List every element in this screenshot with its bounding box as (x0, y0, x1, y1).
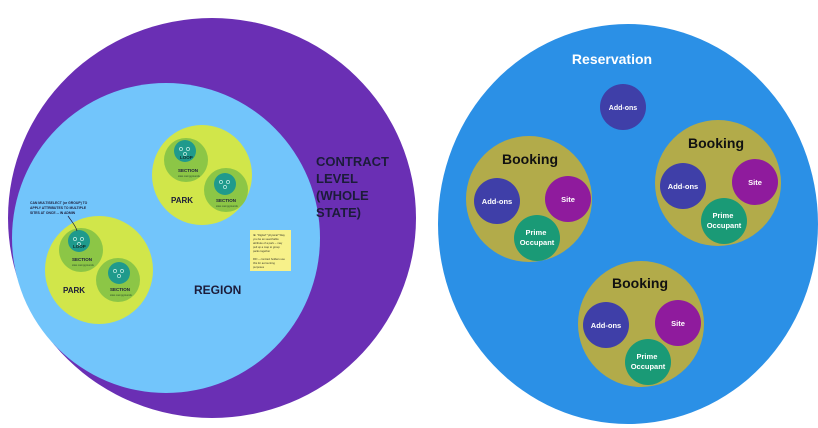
booking-prime-label: Prime Occupant (707, 211, 742, 230)
loop-inner-circle (214, 173, 236, 195)
loop-label: LOOP (73, 244, 86, 249)
booking-title: Booking (502, 151, 558, 167)
reservation-addons-label: Add-ons (609, 105, 637, 112)
site-dot-icon (80, 237, 84, 241)
section-sublabel: sites campgrounds (216, 204, 238, 208)
site-dot-icon (113, 269, 117, 273)
booking-addons-circle (474, 178, 520, 224)
site-dot-icon (117, 274, 121, 278)
reservation-addons-circle (600, 84, 646, 130)
booking-title: Booking (688, 135, 744, 151)
site-dot-icon (226, 180, 230, 184)
section-label: SECTION (72, 257, 92, 262)
booking-site-circle (732, 159, 778, 205)
booking-site-label: Site (561, 195, 575, 204)
section-sublabel: sites campgrounds (110, 293, 132, 297)
site-dot-icon (73, 237, 77, 241)
section-label: SECTION (216, 198, 236, 203)
booking-left: Booking Add-ons Site Prime Occupant (466, 136, 592, 262)
site-dot-icon (223, 185, 227, 189)
sticky-note[interactable]: IE: "Digital" "physical" Way you be an s… (250, 230, 291, 271)
site-dot-icon (120, 269, 124, 273)
section-sublabel: sites campgrounds (178, 174, 200, 178)
booking-addons-label: Add-ons (482, 197, 512, 206)
booking-right: Booking Add-ons Site Prime Occupant (655, 120, 781, 246)
contract-label: CONTRACT LEVEL (WHOLE STATE) (316, 154, 393, 220)
loop-group: SECTION sites campgrounds (204, 168, 248, 212)
section-label: SECTION (178, 168, 198, 173)
booking-addons-circle (583, 302, 629, 348)
section-sublabel: sites campgrounds (72, 263, 94, 267)
park-top: PARK LOOP SECTION sites campgrounds SECT… (152, 125, 252, 225)
site-dot-icon (77, 242, 81, 246)
park-label: PARK (171, 196, 193, 205)
booking-addons-circle (660, 163, 706, 209)
sticky-note-text: IE: "Digital" "physical" Way you be an s… (253, 233, 286, 269)
site-dot-icon (179, 147, 183, 151)
booking-circle (655, 120, 781, 246)
park-label: PARK (63, 286, 85, 295)
sticky-note-paper (250, 230, 291, 271)
loop-group: SECTION sites campgrounds (96, 258, 140, 302)
booking-prime-label: Prime Occupant (520, 228, 555, 247)
site-dot-icon (183, 152, 187, 156)
reservation-addons: Add-ons (600, 84, 646, 130)
site-dot-icon (186, 147, 190, 151)
booking-prime-circle (514, 215, 560, 261)
loop-inner-circle (174, 140, 196, 162)
booking-site-circle (545, 176, 591, 222)
booking-circle (466, 136, 592, 262)
site-dot-icon (219, 180, 223, 184)
loop-label: LOOP (180, 155, 193, 160)
booking-site-label: Site (671, 319, 685, 328)
park-bottom: PARK LOOP SECTION sites campgrounds SECT… (45, 216, 153, 324)
reservation-title: Reservation (572, 51, 652, 67)
loop-inner-circle (68, 230, 90, 252)
booking-addons-label: Add-ons (591, 321, 621, 330)
loop-group: LOOP SECTION sites campgrounds (164, 138, 208, 182)
booking-prime-circle (625, 339, 671, 385)
section-label: SECTION (110, 287, 130, 292)
annotation-connector (67, 215, 78, 232)
booking-site-circle (655, 300, 701, 346)
booking-site-label: Site (748, 178, 762, 187)
annotation-text: CAN MULTISELECT (or GROUP) TO APPLY ATTR… (30, 201, 88, 215)
region-label: REGION (194, 283, 241, 297)
loop-inner-circle (108, 262, 130, 284)
booking-prime-circle (701, 198, 747, 244)
loop-group: LOOP SECTION sites campgrounds (59, 228, 103, 272)
booking-bottom: Booking Add-ons Site Prime Occupant (578, 261, 704, 387)
booking-circle (578, 261, 704, 387)
multiselect-annotation: CAN MULTISELECT (or GROUP) TO APPLY ATTR… (30, 201, 88, 232)
booking-prime-label: Prime Occupant (631, 352, 666, 371)
booking-addons-label: Add-ons (668, 182, 698, 191)
booking-title: Booking (612, 275, 668, 291)
